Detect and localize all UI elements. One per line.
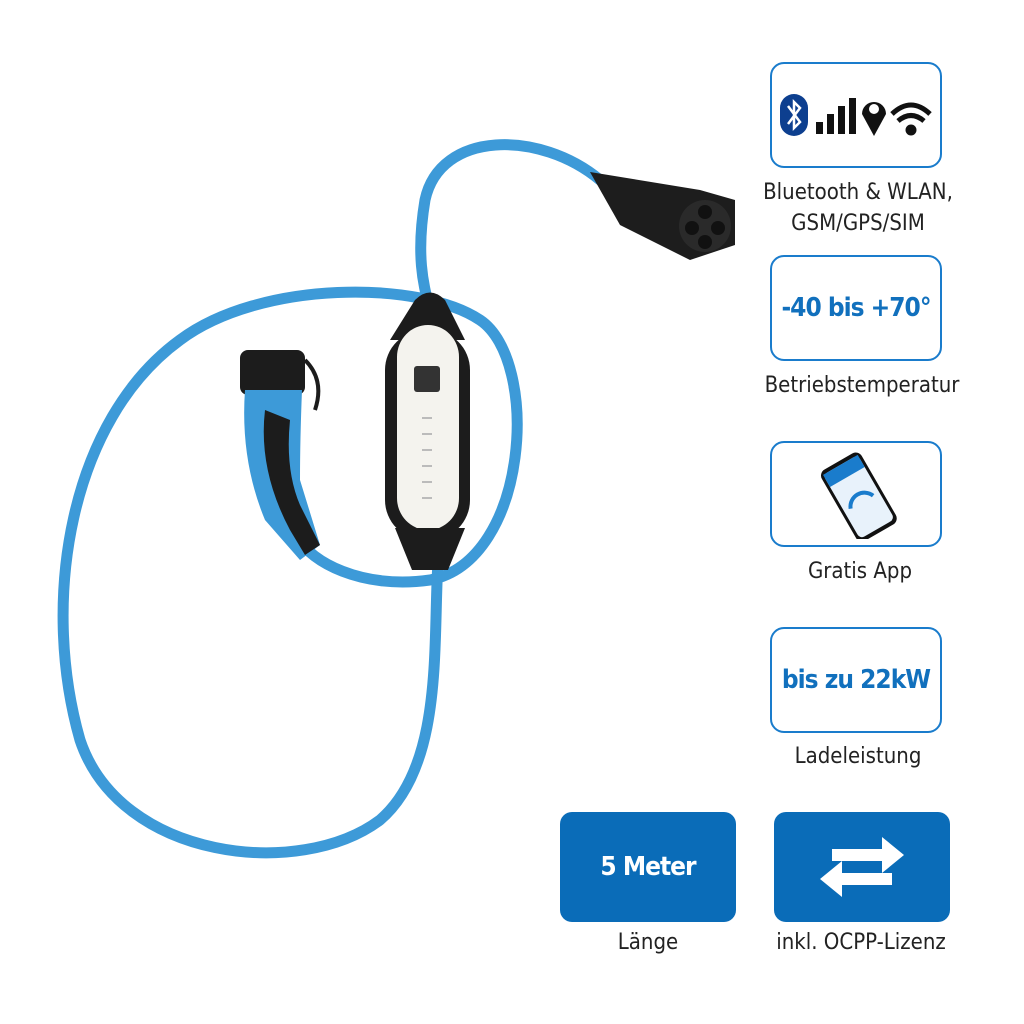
- charging-cable-product-image: [57, 139, 735, 859]
- type2-plug: [240, 350, 321, 560]
- smartphone-app-icon: [821, 452, 897, 539]
- temperature-label: Betriebstemperatur: [764, 373, 960, 398]
- bluetooth-icon: [780, 94, 808, 136]
- control-box: [385, 292, 470, 570]
- ocpp-badge: [774, 812, 950, 922]
- length-label: Länge: [617, 930, 679, 955]
- wifi-icon: [890, 102, 932, 136]
- power-value: bis zu 22kW: [781, 665, 931, 695]
- app-label: Gratis App: [807, 559, 913, 584]
- ocpp-label: inkl. OCPP-Lizenz: [776, 930, 946, 955]
- length-badge: 5 Meter: [560, 812, 736, 922]
- temperature-card: -40 bis +70°: [770, 255, 942, 361]
- connectivity-label: Bluetooth & WLAN,GSM/GPS/SIM: [763, 180, 953, 236]
- signal-bars-icon: [816, 98, 856, 134]
- power-card: bis zu 22kW: [770, 627, 942, 733]
- connectivity-card: [770, 62, 942, 168]
- location-pin-icon: [862, 102, 886, 136]
- length-value: 5 Meter: [600, 852, 696, 882]
- swap-arrows-icon: [820, 837, 904, 897]
- app-card: [770, 441, 942, 547]
- power-label: Ladeleistung: [794, 744, 922, 769]
- temperature-value: -40 bis +70°: [781, 293, 931, 323]
- type2-connector: [590, 172, 735, 260]
